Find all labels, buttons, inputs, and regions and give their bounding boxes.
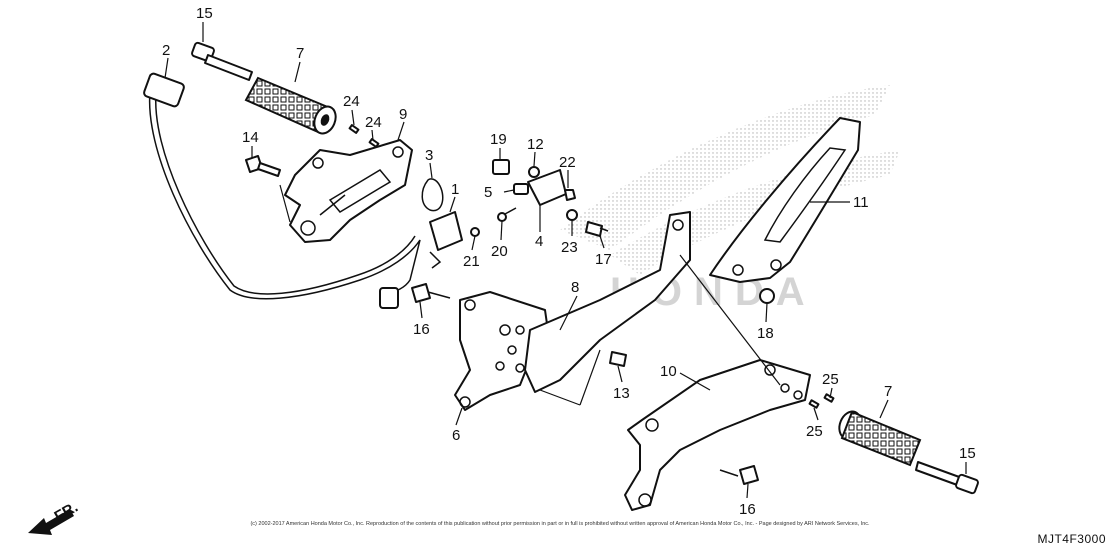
callout-11: 11 [853, 194, 869, 211]
callout-24: 24 [343, 93, 360, 110]
screw-part [497, 207, 517, 222]
callout-7: 7 [296, 45, 304, 62]
flange-bolt-part [411, 283, 451, 303]
callout-15: 15 [196, 5, 213, 22]
rod-assembly-part [143, 72, 421, 309]
callout-23: 23 [561, 239, 578, 256]
callout-9: 9 [399, 106, 407, 123]
collar-part [492, 159, 510, 175]
clip-pin-part [823, 393, 835, 403]
washer-part [566, 209, 578, 221]
callout-21: 21 [463, 253, 480, 270]
heel-guard-part [709, 117, 861, 283]
return-spring-part [421, 178, 444, 212]
callout-25: 25 [806, 423, 823, 440]
flange-bolt-part [719, 465, 759, 485]
callout-22: 22 [559, 154, 576, 171]
flange-bolt-part [245, 155, 281, 177]
callout-leader-lines [164, 22, 967, 499]
footpeg-rubber-part [244, 76, 337, 135]
callout-6: 6 [452, 427, 460, 444]
callout-19: 19 [490, 131, 507, 148]
bolt-part [759, 288, 775, 304]
callout-17: 17 [595, 251, 612, 268]
clip-pin-part [348, 124, 360, 134]
callout-13: 13 [613, 385, 630, 402]
washer-part [528, 166, 540, 178]
callout-3: 3 [425, 147, 433, 164]
callout-18: 18 [757, 325, 774, 342]
callout-16: 16 [739, 501, 756, 518]
callout-24: 24 [365, 114, 382, 131]
callout-labels: 15 2 7 24 24 9 14 3 1 21 19 12 5 22 4 20… [162, 5, 976, 518]
footpeg-pin-bolt-part [191, 41, 253, 81]
copyright-notice: (c) 2002-2017 American Honda Motor Co., … [250, 521, 870, 527]
callout-25: 25 [822, 371, 839, 388]
footpeg-rubber-part [838, 410, 922, 467]
callout-2: 2 [162, 42, 170, 59]
footpeg-holder-right-lower-part [624, 359, 811, 511]
footpeg-holder-right-part [454, 291, 551, 411]
callout-1: 1 [451, 181, 459, 198]
clip-pin-part [368, 138, 380, 148]
callout-12: 12 [527, 136, 544, 153]
callout-8: 8 [571, 279, 579, 296]
footpeg-pin-bolt-part [915, 461, 979, 495]
pin-part [513, 183, 529, 195]
nut-part [564, 189, 576, 201]
brake-switch-part [429, 211, 463, 269]
callout-16: 16 [413, 321, 430, 338]
footpeg-holder-left-part [284, 139, 413, 243]
small-screw-part [470, 227, 480, 237]
front-direction-arrow-icon: FR. [28, 499, 81, 535]
callout-10: 10 [660, 363, 677, 380]
callout-14: 14 [242, 129, 259, 146]
callout-5: 5 [484, 184, 492, 201]
clip-pin-part [808, 399, 820, 409]
callout-4: 4 [535, 233, 543, 250]
heel-guard-bracket-part [524, 211, 691, 393]
callout-7: 7 [884, 383, 892, 400]
diagram-code: MJT4F3000 [1037, 532, 1106, 546]
callout-15: 15 [959, 445, 976, 462]
callout-20: 20 [491, 243, 508, 260]
bolt-part [609, 351, 627, 367]
